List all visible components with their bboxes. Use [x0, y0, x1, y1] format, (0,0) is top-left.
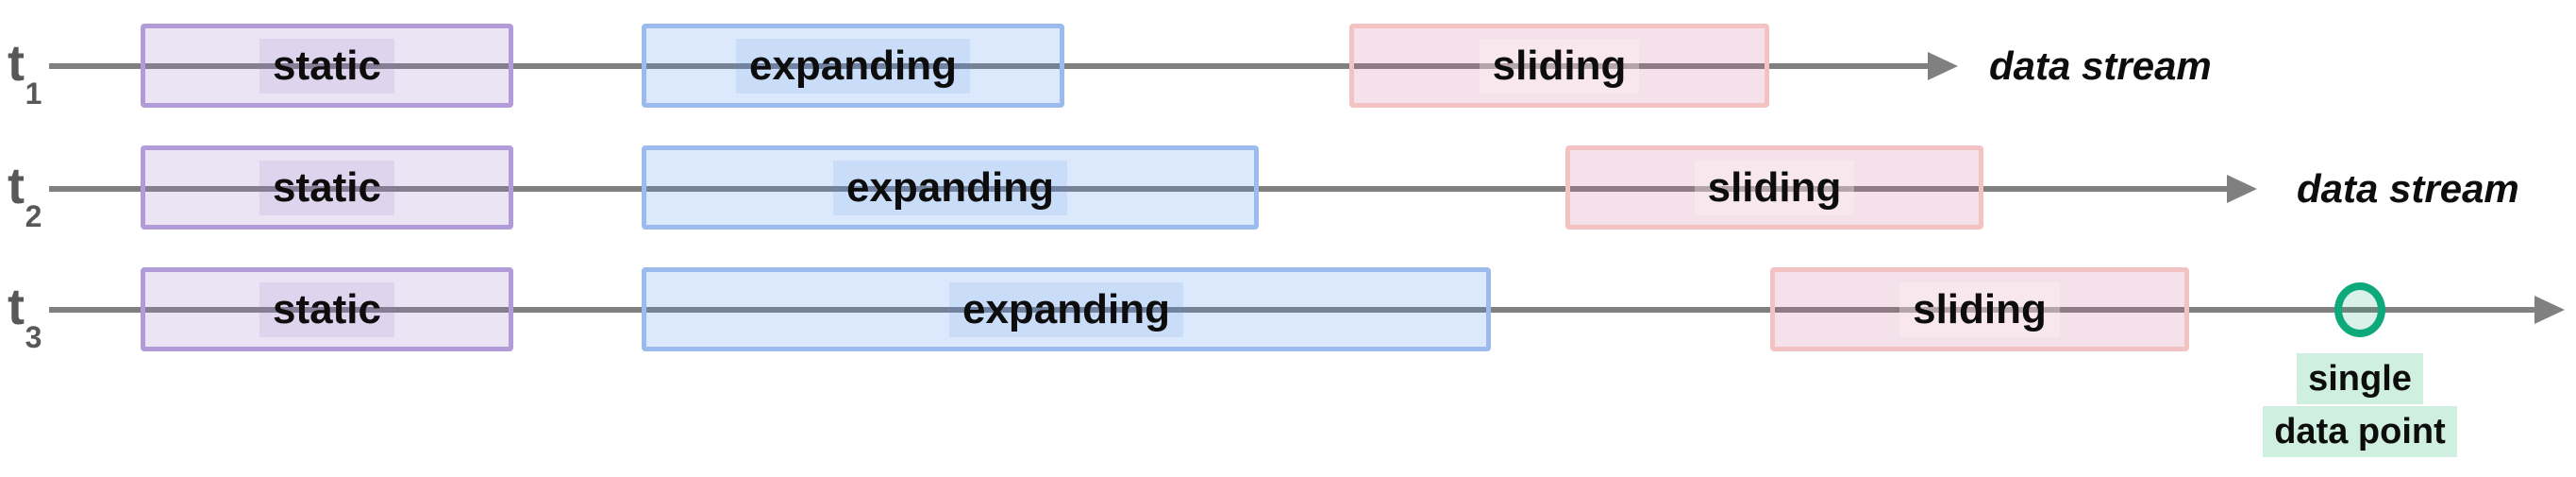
timeline-axis-r1 — [49, 63, 1928, 69]
timeline-axis-r3 — [49, 307, 2534, 313]
expanding-window-label: expanding — [948, 281, 1184, 337]
expanding-window-label: expanding — [832, 160, 1068, 215]
arrowhead-icon — [2534, 296, 2565, 324]
sliding-window-label: sliding — [1899, 281, 2060, 337]
static-window-label: static — [259, 281, 394, 337]
expanding-window-label: expanding — [735, 38, 971, 94]
time-label-subscript: 1 — [25, 77, 42, 111]
static-window-r3: static — [141, 267, 513, 351]
static-window-label: static — [259, 160, 394, 215]
time-label-base: t — [8, 35, 25, 92]
sliding-window-r2: sliding — [1565, 145, 1983, 230]
arrowhead-icon — [2227, 175, 2257, 203]
data-stream-label-r1: data stream — [1989, 43, 2212, 88]
time-label-t1: t1 — [8, 35, 42, 109]
static-window-r2: static — [141, 145, 513, 230]
single-data-point-marker — [2334, 282, 2385, 337]
expanding-window-r3: expanding — [642, 267, 1491, 351]
annotation-line-2: data point — [2208, 406, 2512, 457]
time-label-base: t — [8, 279, 25, 335]
expanding-window-r2: expanding — [642, 145, 1259, 230]
annotation-text: single — [2297, 353, 2423, 404]
time-label-subscript: 2 — [25, 199, 42, 234]
time-label-base: t — [8, 158, 25, 214]
time-label-t2: t2 — [8, 158, 42, 231]
expanding-window-r1: expanding — [642, 24, 1064, 108]
static-window-r1: static — [141, 24, 513, 108]
arrowhead-icon — [1928, 52, 1958, 80]
annotation-text: data point — [2263, 406, 2457, 457]
data-stream-label-r2: data stream — [2297, 166, 2519, 211]
sliding-window-label: sliding — [1479, 38, 1640, 94]
static-window-label: static — [259, 38, 394, 94]
sliding-window-r3: sliding — [1770, 267, 2189, 351]
timeline-axis-r2 — [49, 186, 2227, 192]
sliding-window-label: sliding — [1694, 160, 1855, 215]
time-label-subscript: 3 — [25, 320, 42, 355]
time-label-t3: t3 — [8, 279, 42, 352]
sliding-window-r1: sliding — [1349, 24, 1769, 108]
single-data-point-label: single data point — [2208, 353, 2512, 459]
annotation-line-1: single — [2208, 353, 2512, 404]
